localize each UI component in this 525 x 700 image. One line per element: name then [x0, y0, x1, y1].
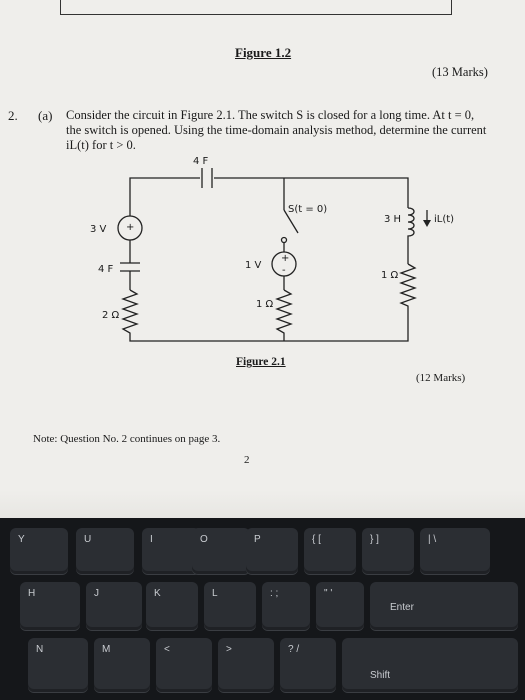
left-voltage-source	[117, 215, 143, 241]
switch-blade	[283, 209, 299, 234]
key-quote[interactable]: " '	[316, 582, 364, 630]
key-u[interactable]: U	[76, 528, 134, 574]
note-text: Note: Question No. 2 continues on page 3…	[33, 433, 221, 445]
left-source-plus: +	[126, 222, 134, 233]
question-number: 2.	[8, 108, 18, 123]
figure-2-1-caption: Figure 2.1	[236, 356, 286, 368]
question-line-2: the switch is opened. Using the time-dom…	[66, 123, 487, 137]
key-semicolon[interactable]: : ;	[262, 582, 310, 630]
key-period[interactable]: >	[218, 638, 274, 692]
mid-resistor-label: 1 Ω	[256, 299, 274, 310]
key-h[interactable]: H	[20, 582, 80, 630]
key-p[interactable]: P	[246, 528, 298, 574]
key-n[interactable]: N	[28, 638, 88, 692]
right-resistor	[399, 263, 417, 308]
left-resistor-label: 2 Ω	[102, 310, 120, 321]
exam-paper: Figure 1.2 (13 Marks) 2. (a) Consider th…	[0, 0, 525, 520]
key-o[interactable]: O	[192, 528, 250, 574]
mid-source-plus: +	[281, 253, 289, 264]
key-bracket-right[interactable]: } ]	[362, 528, 414, 574]
switch-label: S(t = 0)	[288, 204, 327, 215]
wire-bottom	[129, 308, 409, 342]
wire-top-right	[214, 177, 409, 208]
question-part: (a)	[38, 108, 53, 123]
key-backslash[interactable]: | \	[420, 528, 490, 574]
mid-source-label: 1 V	[245, 260, 262, 271]
keyboard: Y U I O P { [ } ] | \ H J K L : ; " ' En…	[0, 518, 525, 700]
mid-resistor	[275, 289, 293, 341]
key-enter[interactable]: Enter	[370, 582, 518, 630]
wire-top-left	[129, 177, 200, 192]
key-l[interactable]: L	[204, 582, 256, 630]
switch-contact	[280, 236, 288, 244]
key-shift[interactable]: Shift	[342, 638, 518, 692]
top-capacitor-label: 4 F	[193, 156, 209, 167]
current-arrowhead	[423, 220, 431, 227]
key-slash[interactable]: ? /	[280, 638, 336, 692]
marks-13: (13 Marks)	[432, 65, 488, 79]
current-label: iL(t)	[434, 214, 454, 225]
key-i[interactable]: I	[142, 528, 200, 574]
circuit-diagram: 4 F 3 V + 4 F 2 Ω S(t = 0) 1 V + - 1 Ω 3…	[90, 156, 454, 342]
marks-12: (12 Marks)	[416, 372, 466, 384]
key-m[interactable]: M	[94, 638, 150, 692]
mid-source-minus: -	[282, 265, 286, 276]
inductor	[407, 207, 415, 264]
key-j[interactable]: J	[86, 582, 142, 630]
left-capacitor-label: 4 F	[98, 264, 114, 275]
figure-1-2-caption: Figure 1.2	[235, 45, 292, 60]
page-number: 2	[244, 454, 250, 466]
key-bracket-left[interactable]: { [	[304, 528, 356, 574]
figure-1-2-frame	[60, 0, 452, 15]
right-resistor-label: 1 Ω	[381, 270, 399, 281]
key-comma[interactable]: <	[156, 638, 212, 692]
key-k[interactable]: K	[146, 582, 198, 630]
question-line-3: iL(t) for t > 0.	[66, 138, 136, 152]
inductor-label: 3 H	[384, 214, 401, 225]
left-source-label: 3 V	[90, 224, 107, 235]
key-y[interactable]: Y	[10, 528, 68, 574]
question-line-1: Consider the circuit in Figure 2.1. The …	[66, 108, 475, 122]
left-resistor	[121, 289, 139, 337]
